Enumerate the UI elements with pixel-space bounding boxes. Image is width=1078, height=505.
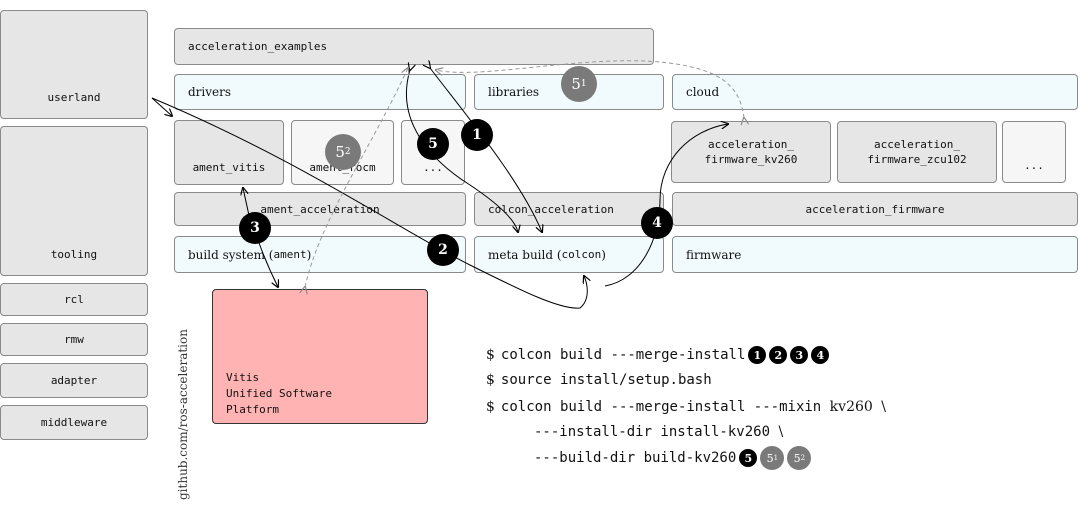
arrow-2-long xyxy=(151,97,587,309)
cmd2-cmd: source xyxy=(500,372,552,388)
meta-build-colcon: colcon xyxy=(561,248,602,261)
marker-3-label: 3 xyxy=(250,220,260,236)
marker-5-1-sub: 1 xyxy=(580,79,587,89)
marker-5-2-base: 5 xyxy=(335,143,345,161)
cmd5-badge-5-1-sub: 1 xyxy=(773,454,779,462)
marker-1: 1 xyxy=(461,119,493,151)
cmd3-mixin: kv260 xyxy=(829,399,873,415)
cmd1-badge-1: 1 xyxy=(748,346,767,364)
stack-adapter-label: adapter xyxy=(50,374,98,387)
meta-build-prefix: meta build ( xyxy=(488,247,562,262)
cmd3-continuation: \ xyxy=(881,399,886,415)
stack-tooling-label: tooling xyxy=(50,248,98,261)
cmd1-badge-4: 4 xyxy=(811,346,830,364)
stack-rcl-label: rcl xyxy=(64,293,84,306)
cmd2-dollar: $ xyxy=(486,372,495,388)
cmd4-args: ---install-dir install-kv260 xyxy=(534,424,771,440)
ellipsis-right-label: ... xyxy=(1024,159,1044,172)
arrow-3-down xyxy=(257,239,278,287)
marker-2: 2 xyxy=(427,234,459,266)
box-meta-build: meta build (colcon) xyxy=(474,236,664,273)
acceleration-firmware-label: acceleration_firmware xyxy=(805,202,945,216)
meta-build-suffix: ) xyxy=(601,247,606,262)
cmd3-cmd: colcon xyxy=(500,399,552,415)
stack-userland-label: userland xyxy=(47,91,101,104)
box-acceleration-firmware-zcu102: acceleration_ firmware_zcu102 xyxy=(837,121,997,183)
marker-3: 3 xyxy=(239,212,271,244)
cmd1-args: build ---merge-install xyxy=(559,347,746,363)
stack-rmw-label: rmw xyxy=(64,333,84,346)
ament-vitis-label: ament_vitis xyxy=(192,161,266,174)
cmd3-args: build ---merge-install ---mixin xyxy=(559,399,822,415)
box-acceleration-firmware-kv260: acceleration_ firmware_kv260 xyxy=(671,121,831,183)
side-label: github.com/ros-acceleration xyxy=(176,329,190,500)
stack-rmw: rmw xyxy=(0,323,148,356)
cmd1-badge-3: 3 xyxy=(790,346,809,364)
stack-middleware-label: middleware xyxy=(40,416,108,429)
firmware-label: firmware xyxy=(686,247,742,262)
cmd5-args: ---build-dir build-kv260 xyxy=(534,450,737,466)
stack-userland: userland xyxy=(0,10,148,119)
marker-5: 5 xyxy=(417,128,449,160)
command-line-4: ---install-dir install-kv260 \ xyxy=(534,424,783,440)
acceleration-examples-label: acceleration_examples xyxy=(188,40,328,53)
marker-5-2-sub: 2 xyxy=(344,147,351,157)
acceleration-firmware-kv260-label: acceleration_ firmware_kv260 xyxy=(704,138,798,166)
command-line-2: $ source install/setup.bash xyxy=(486,372,712,388)
marker-4-label: 4 xyxy=(652,215,662,231)
arrow-5-2 xyxy=(305,68,408,287)
box-acceleration-examples: acceleration_examples xyxy=(174,28,654,65)
acceleration-firmware-zcu102-label: acceleration_ firmware_zcu102 xyxy=(867,138,967,166)
build-system-prefix: build system ( xyxy=(188,247,274,262)
cmd5-badge-5: 5 xyxy=(739,449,758,467)
marker-5-1-base: 5 xyxy=(571,75,581,93)
command-line-3: $ colcon build ---merge-install ---mixin… xyxy=(486,399,886,415)
stack-middleware: middleware xyxy=(0,405,148,440)
drivers-label: drivers xyxy=(188,85,232,99)
box-ellipsis-right: ... xyxy=(1002,121,1066,183)
vitis-line-2: Unified Software xyxy=(226,387,332,400)
box-vitis-platform: Vitis Unified Software Platform xyxy=(212,289,428,424)
build-system-ament: ament xyxy=(273,248,307,261)
cmd1-badge-2: 2 xyxy=(769,346,788,364)
marker-1-label: 1 xyxy=(472,127,482,143)
marker-5-label: 5 xyxy=(428,136,438,152)
cmd5-badge-5-2-base: 5 xyxy=(793,451,801,465)
cmd5-badge-5-1-base: 5 xyxy=(766,451,774,465)
cmd3-dollar: $ xyxy=(486,399,495,415)
vitis-line-3: Platform xyxy=(226,403,279,416)
vitis-line-1: Vitis xyxy=(226,371,260,384)
stack-adapter: adapter xyxy=(0,363,148,398)
box-firmware: firmware xyxy=(672,236,1078,273)
cmd1-cmd: colcon xyxy=(500,347,552,363)
box-acceleration-firmware: acceleration_firmware xyxy=(672,192,1078,226)
arrow-userland-to-drivers xyxy=(151,97,172,116)
stack-rcl: rcl xyxy=(0,283,148,316)
marker-4: 4 xyxy=(641,207,673,239)
marker-2-label: 2 xyxy=(438,242,448,258)
arrow-5-1 xyxy=(436,60,744,118)
stack-tooling: tooling xyxy=(0,126,148,276)
cmd2-args: install/setup.bash xyxy=(559,372,712,388)
arrow-4 xyxy=(604,124,728,287)
cmd5-badge-5-2-sub: 2 xyxy=(800,454,806,462)
command-line-1: $ colcon build ---merge-install 1 2 3 4 xyxy=(486,346,830,364)
cmd1-dollar: $ xyxy=(486,347,495,363)
cmd4-continuation: \ xyxy=(778,424,784,440)
box-ament-vitis: ament_vitis xyxy=(174,120,284,185)
